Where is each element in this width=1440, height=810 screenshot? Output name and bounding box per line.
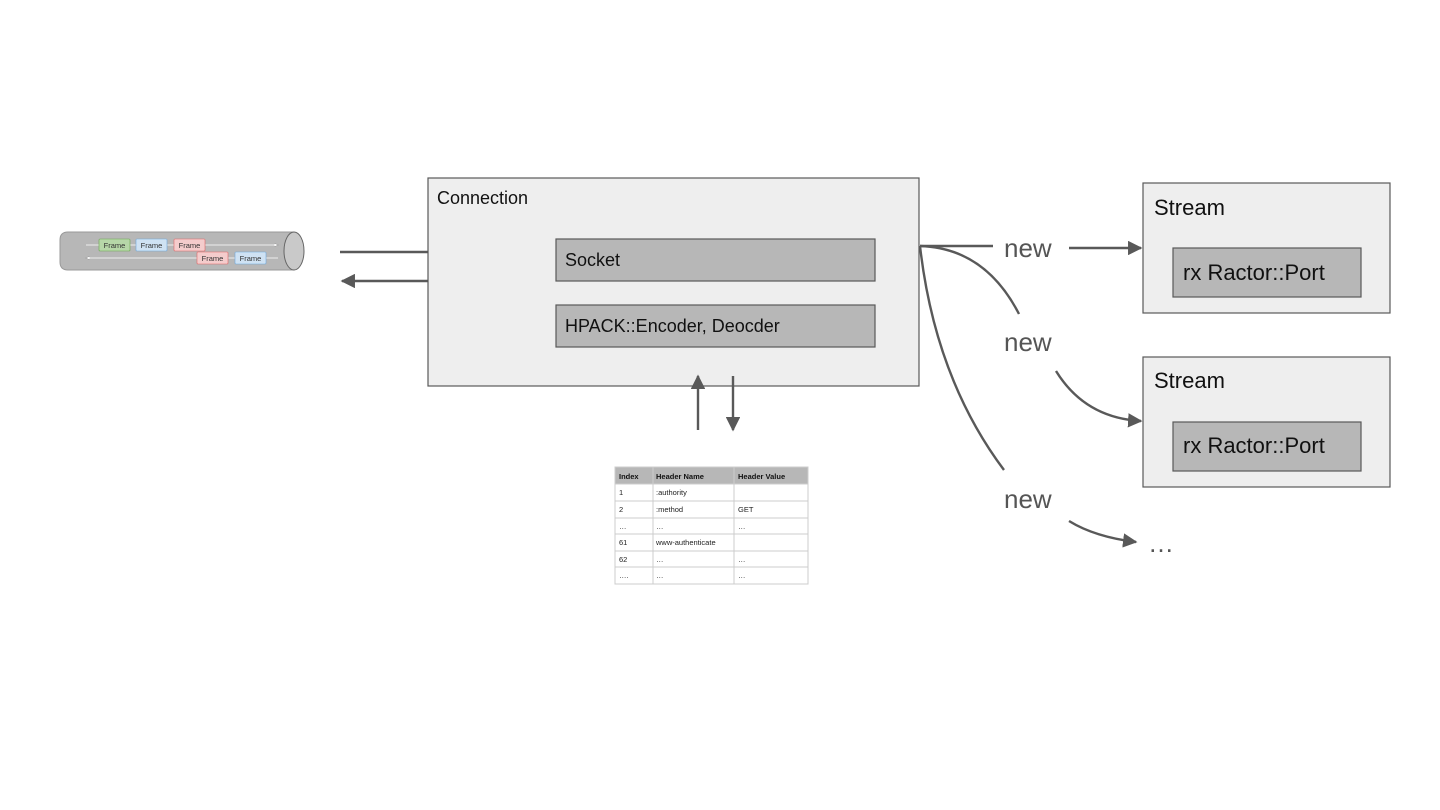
table-header-cell: Header Name xyxy=(656,472,704,481)
table-cell: … xyxy=(738,555,746,564)
more-streams-ellipsis: … xyxy=(1148,528,1174,558)
frame-pipe: Frame Frame Frame Frame Frame xyxy=(59,231,305,271)
hpack-box xyxy=(555,304,876,348)
socket-label: Socket xyxy=(565,250,620,270)
frame-label: Frame xyxy=(179,241,201,250)
table-cell: … xyxy=(738,571,746,580)
stream-title: Stream xyxy=(1154,195,1225,220)
frame-label: Frame xyxy=(202,254,224,263)
frame-chip xyxy=(196,251,229,265)
table-header-cell: Header Value xyxy=(738,472,785,481)
table-cell: :method xyxy=(656,505,683,514)
new-label-1: new xyxy=(1004,233,1052,263)
new-label-3: new xyxy=(1004,484,1052,514)
frame-label: Frame xyxy=(141,241,163,250)
frame-label: Frame xyxy=(104,241,126,250)
table-cell: www-authenticate xyxy=(655,538,716,547)
table-cell: … xyxy=(656,571,664,580)
table-cell: GET xyxy=(738,505,754,514)
port-label: rx Ractor::Port xyxy=(1183,433,1325,458)
new-label-2: new xyxy=(1004,327,1052,357)
table-cell: 62 xyxy=(619,555,627,564)
new-stream-line-3 xyxy=(918,245,1005,471)
table-cell: 61 xyxy=(619,538,627,547)
table-cell: …. xyxy=(619,571,629,580)
port-label: rx Ractor::Port xyxy=(1183,260,1325,285)
port-box xyxy=(1172,421,1362,472)
stream-title: Stream xyxy=(1154,368,1225,393)
frame-label: Frame xyxy=(240,254,262,263)
table-header-cell: Index xyxy=(619,472,639,481)
new-stream-arrow-3 xyxy=(1068,519,1138,548)
table-cell: … xyxy=(656,555,664,564)
table-cell: … xyxy=(656,522,664,531)
table-cell: 2 xyxy=(619,505,623,514)
socket-box xyxy=(555,238,876,282)
pipe-end xyxy=(283,231,305,271)
table-cell: 1 xyxy=(619,488,623,497)
port-box xyxy=(1172,247,1362,298)
stream-box: Stream rx Ractor::Port xyxy=(1142,356,1391,488)
frame-chip xyxy=(98,238,131,252)
table-cell: … xyxy=(738,522,746,531)
table-border xyxy=(614,466,809,585)
connection-box: Connection Socket HPACK::Encoder, Deocde… xyxy=(427,177,920,387)
connection-title: Connection xyxy=(437,188,528,208)
table-cell: … xyxy=(619,522,627,531)
table-cell: :authority xyxy=(656,488,687,497)
table-header-row xyxy=(615,467,808,484)
connection-frame xyxy=(427,177,920,387)
stream-box: Stream rx Ractor::Port xyxy=(1142,182,1391,314)
frame-chip xyxy=(135,238,168,252)
frame-chip xyxy=(173,238,206,252)
new-stream-line-2 xyxy=(919,244,1021,315)
frame-chip xyxy=(234,251,267,265)
hpack-label: HPACK::Encoder, Deocder xyxy=(565,316,780,336)
new-stream-arrow-2 xyxy=(1054,370,1143,428)
hpack-table: Index Header Name Header Value 1 :author… xyxy=(614,466,809,585)
